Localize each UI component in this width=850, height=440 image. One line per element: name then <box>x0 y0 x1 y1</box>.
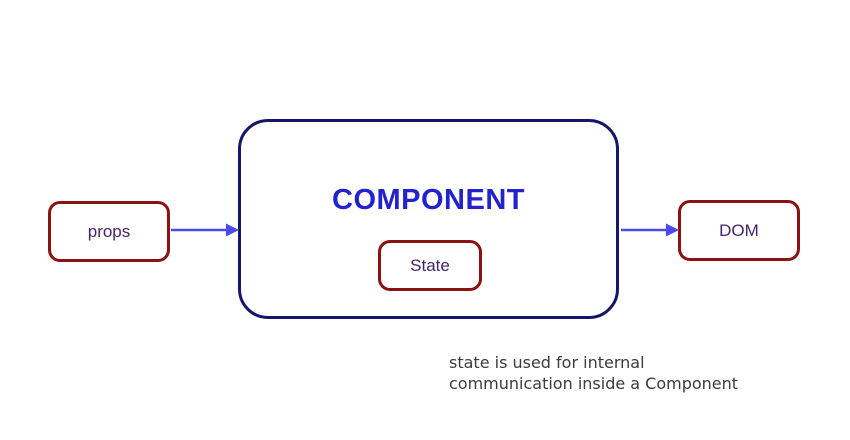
props-node: props <box>48 201 170 262</box>
props-to-component-arrow-icon <box>171 223 239 237</box>
caption: state is used for internal communication… <box>449 352 738 394</box>
dom-node: DOM <box>678 200 800 261</box>
props-node-label: props <box>87 221 131 241</box>
caption-line-1: state is used for internal <box>449 353 645 372</box>
component-to-dom-arrow-icon <box>621 223 679 237</box>
caption-line-2: communication inside a Component <box>449 374 739 393</box>
state-node: State <box>378 240 482 291</box>
dom-node-label: DOM <box>719 220 759 240</box>
state-node-label: State <box>410 255 450 275</box>
component-node-title: COMPONENT <box>332 184 525 216</box>
